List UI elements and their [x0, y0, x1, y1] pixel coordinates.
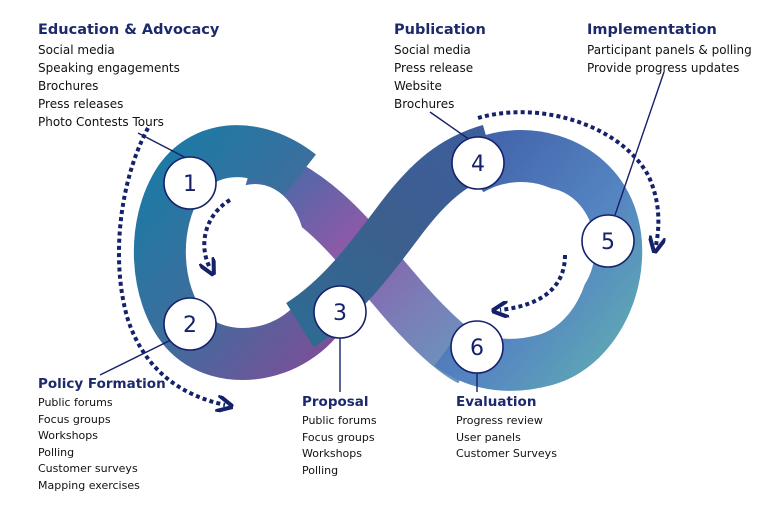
- loop-band-left: [133, 125, 354, 380]
- education-item: Press releases: [38, 97, 124, 111]
- policy-item: Workshops: [38, 429, 99, 443]
- policy-item: Mapping exercises: [38, 478, 140, 492]
- proposal-item: Workshops: [302, 447, 363, 461]
- step-number: 2: [183, 313, 197, 338]
- step-circle-shape: [581, 214, 635, 268]
- step-circle-6: 6: [450, 320, 504, 374]
- step-circle-1: 1: [163, 156, 217, 210]
- evaluation-block: Evaluation Progress review User panels C…: [456, 393, 557, 463]
- policy-formation-title: Policy Formation: [38, 376, 166, 392]
- proposal-item: Focus groups: [302, 430, 375, 444]
- policy-item: Polling: [38, 445, 75, 459]
- leader-line-5: [614, 71, 665, 216]
- arrow-inner-right: [500, 254, 567, 310]
- arrow-outer-left: [116, 127, 225, 405]
- education-item: Photo Contests Tours: [38, 115, 164, 129]
- step-circle-4: 4: [451, 136, 505, 190]
- arrow-outer-right: [477, 110, 658, 245]
- policy-item: Focus groups: [38, 412, 111, 426]
- education-item: Brochures: [38, 79, 99, 93]
- leader-line-2: [99, 337, 176, 376]
- evaluation-title: Evaluation: [456, 394, 537, 410]
- step-number: 4: [471, 152, 485, 177]
- arrow-inner-left: [204, 198, 232, 268]
- step-number: 6: [470, 336, 484, 361]
- implementation-block: Implementation Participant panels & poll…: [587, 21, 752, 77]
- education-advocacy-block: Education & Advocacy Social media Speaki…: [38, 21, 219, 131]
- proposal-title: Proposal: [302, 394, 369, 410]
- implementation-title: Implementation: [587, 22, 717, 38]
- publication-item: Social media: [394, 43, 471, 57]
- publication-item: Website: [394, 79, 442, 93]
- right-loop-hole: [495, 188, 595, 308]
- step-circle-shape: [163, 297, 217, 351]
- evaluation-item: Customer Surveys: [456, 447, 557, 461]
- education-item: Speaking engagements: [38, 61, 180, 75]
- evaluation-item: User panels: [456, 430, 521, 444]
- step-circle-shape: [451, 136, 505, 190]
- policy-item: Customer surveys: [38, 462, 138, 476]
- step-circle-2: 2: [163, 297, 217, 351]
- proposal-item: Polling: [302, 463, 339, 477]
- step-circle-shape: [313, 285, 367, 339]
- proposal-item: Public forums: [302, 414, 377, 427]
- implementation-item: Participant panels & polling: [587, 43, 752, 57]
- step-number: 1: [183, 172, 197, 197]
- leader-line-1: [137, 132, 191, 161]
- step-circle-5: 5: [581, 214, 635, 268]
- publication-item: Brochures: [394, 97, 455, 111]
- implementation-item: Provide progress updates: [587, 61, 740, 75]
- evaluation-item: Progress review: [456, 414, 543, 427]
- step-number: 3: [333, 301, 347, 326]
- loop-band-back-crossing: [242, 145, 483, 384]
- education-advocacy-title: Education & Advocacy: [38, 22, 220, 38]
- publication-title: Publication: [394, 22, 486, 38]
- education-item: Social media: [38, 43, 115, 57]
- step-number: 5: [601, 230, 615, 255]
- step-circle-shape: [163, 156, 217, 210]
- leader-line-4: [429, 111, 471, 141]
- publication-block: Publication Social media Press release W…: [394, 21, 486, 113]
- policy-formation-block: Policy Formation Public forums Focus gro…: [38, 375, 166, 495]
- step-circle-shape: [450, 320, 504, 374]
- step-circle-3: 3: [313, 285, 367, 339]
- policy-item: Public forums: [38, 396, 113, 409]
- loop-band-right: [434, 130, 643, 391]
- publication-item: Press release: [394, 61, 474, 75]
- proposal-block: Proposal Public forums Focus groups Work…: [302, 393, 377, 479]
- left-loop-hole: [205, 184, 305, 316]
